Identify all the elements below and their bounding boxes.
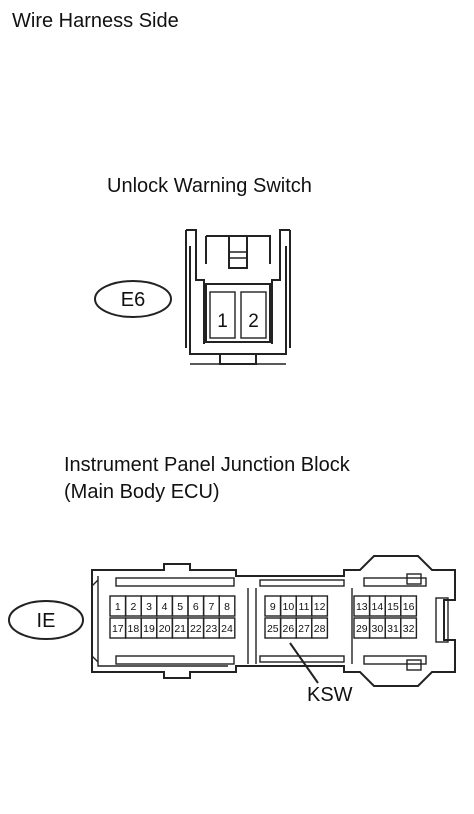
ie-pin-cell <box>400 595 418 617</box>
ie-pin-14: 14 <box>372 601 384 613</box>
ie-pin-19: 19 <box>143 623 155 635</box>
ie-pin-24: 24 <box>221 623 233 635</box>
ie-pin-13: 13 <box>356 601 368 613</box>
ie-pin-18: 18 <box>128 623 140 635</box>
ie-pin-17: 17 <box>112 623 124 635</box>
ie-pin-cell <box>400 617 418 639</box>
e6-pin-1: 1 <box>217 311 228 332</box>
ie-pin-31: 31 <box>387 623 399 635</box>
ie-pin-30: 30 <box>372 623 384 635</box>
unlock-warning-switch-title: Unlock Warning Switch <box>107 175 312 197</box>
junction-block-title: Instrument Panel Junction Block <box>64 454 350 476</box>
ie-pin-15: 15 <box>387 601 399 613</box>
ie-pin-9: 9 <box>270 601 276 613</box>
e6-id-ellipse <box>94 280 172 318</box>
ie-pin-2: 2 <box>130 601 136 613</box>
ie-pin-cell <box>311 595 329 617</box>
ie-bottom-rail <box>115 655 235 665</box>
ie-pin-8: 8 <box>224 601 230 613</box>
e6-pin-2: 2 <box>248 311 259 332</box>
ie-id-label: IE <box>37 610 56 632</box>
ie-bottom-rail <box>259 655 345 663</box>
ie-pin-16: 16 <box>403 601 415 613</box>
ie-pin-11: 11 <box>299 601 310 613</box>
ie-pin-cell <box>218 595 236 617</box>
ie-pin-28: 28 <box>314 623 326 635</box>
ie-housing <box>91 555 456 687</box>
ie-pin-25: 25 <box>267 623 279 635</box>
ie-pin-21: 21 <box>174 623 186 635</box>
ie-pin-5: 5 <box>177 601 183 613</box>
ie-pin-29: 29 <box>356 623 368 635</box>
diagram-header: Wire Harness Side <box>12 10 179 32</box>
e6-pin-cell <box>240 291 267 339</box>
ie-pin-23: 23 <box>206 623 218 635</box>
ie-pin-cell <box>311 617 329 639</box>
e6-pin-cell <box>209 291 236 339</box>
e6-bottom-nub <box>219 353 257 365</box>
e6-lock-tab <box>205 235 271 269</box>
ie-top-rail <box>259 579 345 587</box>
ie-pin-6: 6 <box>193 601 199 613</box>
ie-pin-cell <box>218 617 236 639</box>
e6-connector: E6 1 2 <box>94 229 291 365</box>
ie-pin-20: 20 <box>159 623 171 635</box>
ie-bottom-rail <box>363 655 427 665</box>
ie-pin-10: 10 <box>283 601 295 613</box>
ie-pin-22: 22 <box>190 623 202 635</box>
ie-pin-32: 32 <box>403 623 415 635</box>
ie-pin-27: 27 <box>298 623 310 635</box>
e6-id-label: E6 <box>121 289 145 311</box>
ksw-leader-line <box>289 642 319 684</box>
ie-pin-12: 12 <box>314 601 326 613</box>
ie-id-ellipse <box>8 600 84 640</box>
ie-pin-4: 4 <box>162 601 168 613</box>
ksw-callout-label: KSW <box>307 684 353 706</box>
ie-pin-3: 3 <box>146 601 152 613</box>
ie-pin-1: 1 <box>115 601 121 613</box>
e6-cavity-block <box>205 283 271 343</box>
ie-top-rail <box>363 577 427 587</box>
ie-top-rail <box>115 577 235 587</box>
ie-pin-26: 26 <box>283 623 295 635</box>
main-body-ecu-subtitle: (Main Body ECU) <box>64 481 220 503</box>
ie-pin-7: 7 <box>208 601 214 613</box>
e6-latch-arms <box>185 229 291 348</box>
